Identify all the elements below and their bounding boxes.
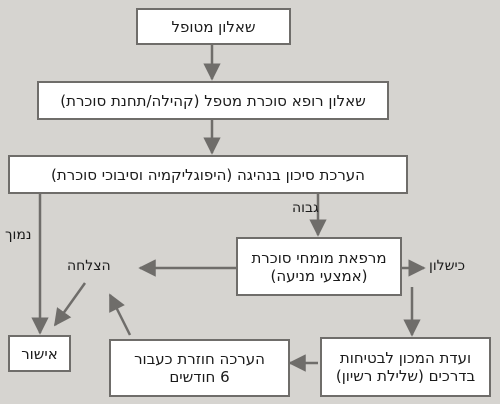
edge-label-high: גבוה: [292, 200, 319, 216]
edge-label-success: הצלחה: [67, 258, 111, 274]
edge-label-low: נמוך: [5, 227, 32, 243]
physician-questionnaire-label: שאלון רופא סוכרת מטפל (קהילה/תחנת סוכרת): [60, 91, 366, 110]
reassessment-box: הערכה חוזרת כעבור 6 חודשים: [109, 339, 290, 397]
edge-label-failure: כישלון: [429, 258, 466, 274]
risk-assessment-box: הערכת סיכון בנהיגה (היפוגליקמיה וסיבוכי …: [8, 155, 408, 194]
safety-committee-label-line2: בדרכים (שלילת רשיון): [335, 367, 476, 385]
risk-assessment-label: הערכת סיכון בנהיגה (היפוגליקמיה וסיבוכי …: [51, 165, 365, 184]
reassessment-label-line2: 6 חודשים: [169, 368, 230, 386]
diabetes-clinic-label-line2: (אמצעי מניעה): [270, 266, 368, 285]
caregiver-questionnaire-label: שאלון מטופל: [171, 17, 256, 36]
diabetes-clinic-label-line1: מרפאת מומחי סוכרת: [251, 248, 387, 267]
diabetes-clinic-box: מרפאת מומחי סוכרת (אמצעי מניעה): [236, 237, 402, 296]
physician-questionnaire-box: שאלון רופא סוכרת מטפל (קהילה/תחנת סוכרת): [37, 81, 389, 120]
approval-label: אישור: [21, 344, 58, 363]
caregiver-questionnaire-box: שאלון מטופל: [136, 8, 291, 45]
arrow-reassessment-to-success: [108, 293, 132, 336]
reassessment-label-line1: הערכה חוזרת כעבור: [134, 350, 265, 368]
arrow-success-to-approval: [53, 282, 87, 327]
safety-committee-label-line1: ועדת המכון לבטיחות: [339, 349, 472, 367]
approval-box: אישור: [8, 335, 71, 372]
safety-committee-box: ועדת המכון לבטיחות בדרכים (שלילת רשיון): [320, 337, 491, 397]
